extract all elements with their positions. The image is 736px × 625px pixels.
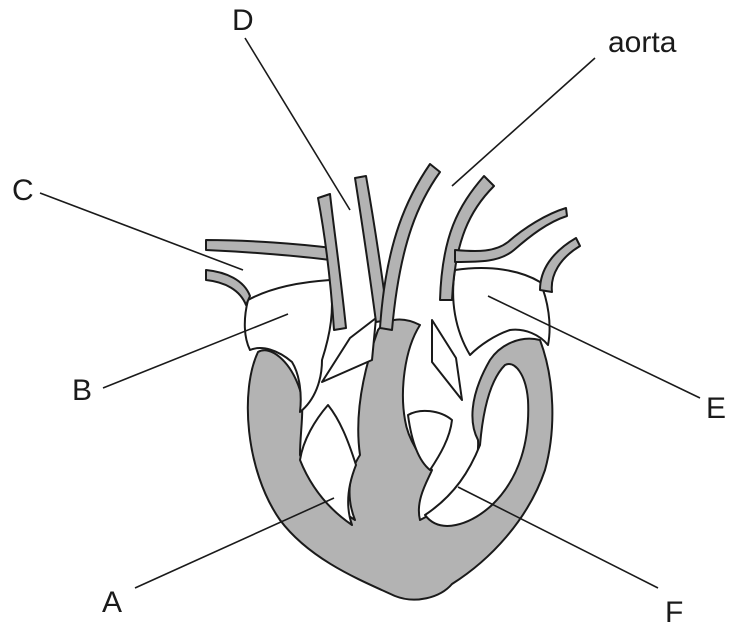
aorta-vessel xyxy=(380,164,440,330)
leader-aorta xyxy=(452,58,595,186)
vena-cava-bottom xyxy=(206,270,250,305)
vena-cava-top xyxy=(206,240,332,260)
label-b: B xyxy=(72,374,92,407)
leader-c xyxy=(40,193,243,270)
label-a: A xyxy=(102,586,122,619)
label-aorta: aorta xyxy=(608,26,677,59)
pulmonary-vein-lower-right xyxy=(540,238,580,292)
leader-d xyxy=(245,38,350,210)
label-d: D xyxy=(232,4,254,37)
label-f: F xyxy=(665,596,683,625)
mitral-valve xyxy=(432,320,462,400)
label-c: C xyxy=(12,174,34,207)
label-e: E xyxy=(706,392,726,425)
